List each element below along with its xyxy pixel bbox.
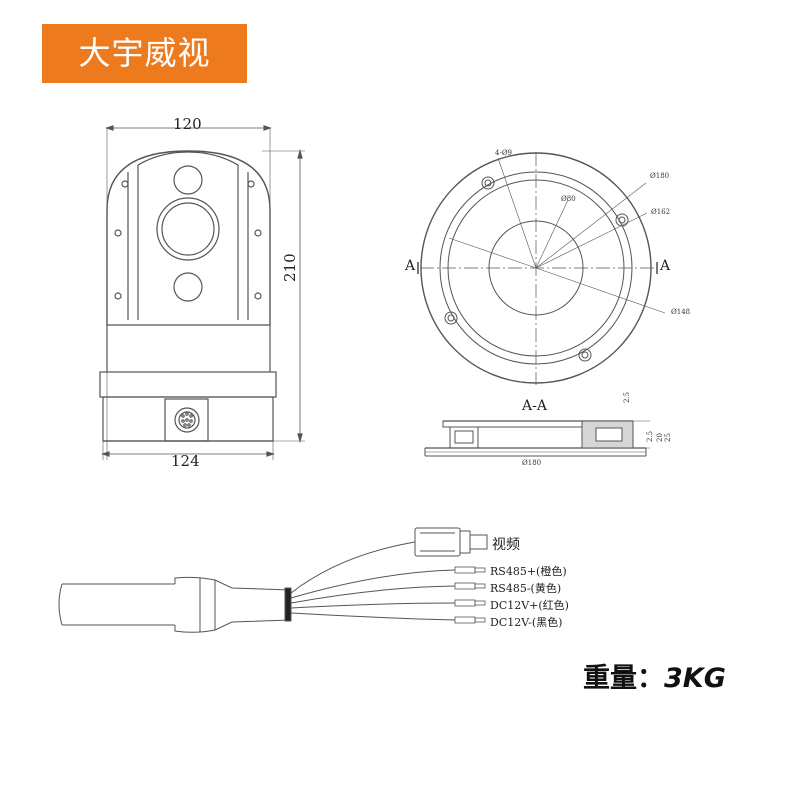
section-mark-right: A xyxy=(660,258,671,274)
label-d180: Ø180 xyxy=(650,172,670,180)
label-rs485-plus: RS485+(橙色) xyxy=(490,565,567,578)
brand-banner: 大宇威视 xyxy=(42,24,247,83)
cable-assembly xyxy=(58,527,488,633)
weight-spec: 重量：3KG xyxy=(583,656,726,695)
label-video: 视频 xyxy=(492,537,520,553)
section-d180: Ø180 xyxy=(522,459,542,467)
weight-label: 重量： xyxy=(583,663,664,694)
label-dc-plus: DC12V+(红色) xyxy=(490,599,569,612)
top-view xyxy=(417,152,666,385)
dim-20: 20 xyxy=(656,433,664,442)
dim-width-top: 120 xyxy=(173,115,202,133)
dim-width-bottom: 124 xyxy=(171,452,200,470)
section-mark-left: A xyxy=(405,258,416,274)
label-rs485-minus: RS485-(黄色) xyxy=(490,582,562,595)
label-dc-minus: DC12V-(黑色) xyxy=(490,616,563,629)
dim-25: 25 xyxy=(664,433,672,442)
dim-height: 210 xyxy=(281,253,299,282)
dim-2-5-mid: 2.5 xyxy=(646,430,654,442)
section-title: A-A xyxy=(522,398,547,414)
weight-value: 3KG xyxy=(664,663,726,694)
brand-name: 大宇威视 xyxy=(78,34,211,72)
section-view xyxy=(424,420,650,457)
front-view xyxy=(99,125,305,460)
label-d162: Ø162 xyxy=(651,208,671,216)
dim-2-5-top: 2.5 xyxy=(623,391,631,403)
label-d148: Ø148 xyxy=(671,308,691,316)
label-holes: 4-Ø9 xyxy=(495,149,513,157)
label-d80: Ø80 xyxy=(561,195,576,203)
